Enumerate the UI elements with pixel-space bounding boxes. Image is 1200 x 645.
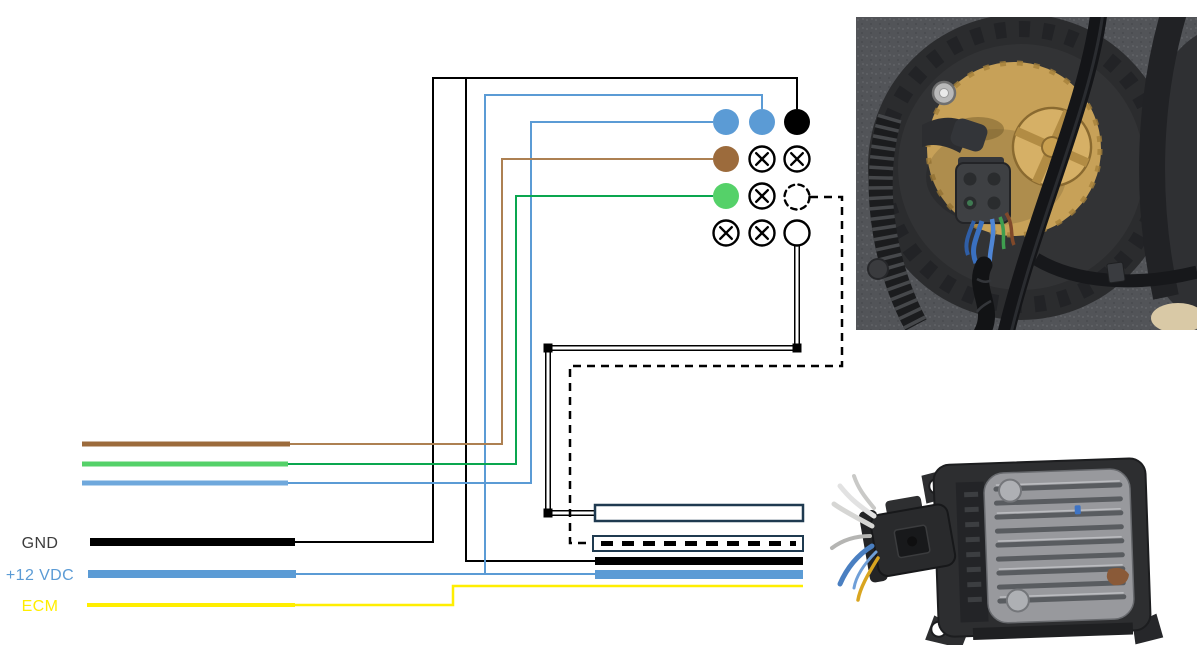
module-wire-yellow bbox=[856, 556, 880, 602]
right-hose bbox=[1139, 17, 1187, 300]
slot-black-bar bbox=[595, 557, 803, 565]
blue-paint-dot bbox=[1074, 505, 1081, 515]
heatsink-screw-top bbox=[998, 478, 1023, 503]
pin-blue-1 bbox=[713, 109, 739, 135]
corrugated-hose-ribs bbox=[868, 113, 927, 330]
pin-crossed-r2c2 bbox=[748, 145, 776, 173]
control-module-photo bbox=[830, 457, 1164, 645]
pump-connector bbox=[955, 157, 1011, 224]
label-12vdc: +12 VDC bbox=[6, 567, 74, 584]
wire-green-route bbox=[288, 195, 713, 465]
wire-gnd-route bbox=[295, 77, 798, 543]
hose-clamp bbox=[1106, 261, 1126, 284]
pin-crossed-r4c2 bbox=[748, 219, 776, 247]
breather-hole bbox=[939, 88, 949, 98]
module-wire-gray bbox=[830, 534, 872, 550]
pin-blue-2 bbox=[749, 109, 775, 135]
vent-slots bbox=[964, 491, 982, 603]
heatsink-screw-bottom bbox=[1005, 588, 1030, 613]
module-wire-white-3 bbox=[831, 501, 875, 529]
wire-gnd-branch bbox=[465, 78, 597, 562]
module-body-group bbox=[921, 457, 1164, 645]
flange-elbow-fitting bbox=[922, 117, 988, 153]
module-connector-bars bbox=[592, 503, 805, 579]
pin-black bbox=[784, 109, 810, 135]
center-hose-highlight bbox=[1010, 17, 1104, 330]
wire-blue-signal-route bbox=[288, 121, 713, 484]
pin-crossed-r2c3 bbox=[783, 145, 811, 173]
module-wire-white-2 bbox=[837, 483, 877, 519]
pin-dashed-open bbox=[783, 183, 811, 211]
link-node-2 bbox=[543, 343, 553, 353]
module-vent-column bbox=[955, 481, 989, 623]
wire-ecm-route bbox=[295, 584, 803, 607]
module-bottom-band bbox=[972, 622, 1134, 641]
module-wire-blue bbox=[837, 543, 875, 587]
slot-outlined-box bbox=[593, 503, 805, 523]
pin-brown bbox=[713, 146, 739, 172]
module-wire-blue-light bbox=[852, 550, 878, 590]
label-gnd: GND bbox=[22, 535, 59, 552]
label-ecm: ECM bbox=[22, 598, 59, 615]
taped-cable-twist bbox=[975, 277, 992, 313]
dashed-link bbox=[568, 195, 844, 545]
slot-dashed-box bbox=[592, 535, 804, 552]
rust-patch bbox=[1106, 567, 1130, 586]
fuel-pump-photo bbox=[856, 17, 1197, 330]
bolt bbox=[867, 258, 889, 280]
link-node-3 bbox=[543, 508, 553, 518]
slot-blue-bar bbox=[595, 570, 803, 579]
schematic bbox=[82, 77, 844, 607]
pin-crossed-r3c2 bbox=[748, 182, 776, 210]
debris-patch bbox=[1151, 303, 1197, 330]
taped-cable bbox=[972, 256, 995, 330]
module-wires bbox=[830, 474, 880, 602]
pin-open bbox=[783, 219, 811, 247]
pin-crossed-r4c1 bbox=[712, 219, 740, 247]
pin-green bbox=[713, 183, 739, 209]
link-node-1 bbox=[792, 343, 802, 353]
center-hose bbox=[997, 17, 1107, 330]
flange-teeth bbox=[925, 60, 1103, 238]
wire-brown-route bbox=[290, 158, 713, 445]
module-wire-white-1 bbox=[852, 474, 876, 510]
pump-connector-pins bbox=[712, 109, 811, 247]
wire-12vdc-branch bbox=[484, 94, 763, 574]
